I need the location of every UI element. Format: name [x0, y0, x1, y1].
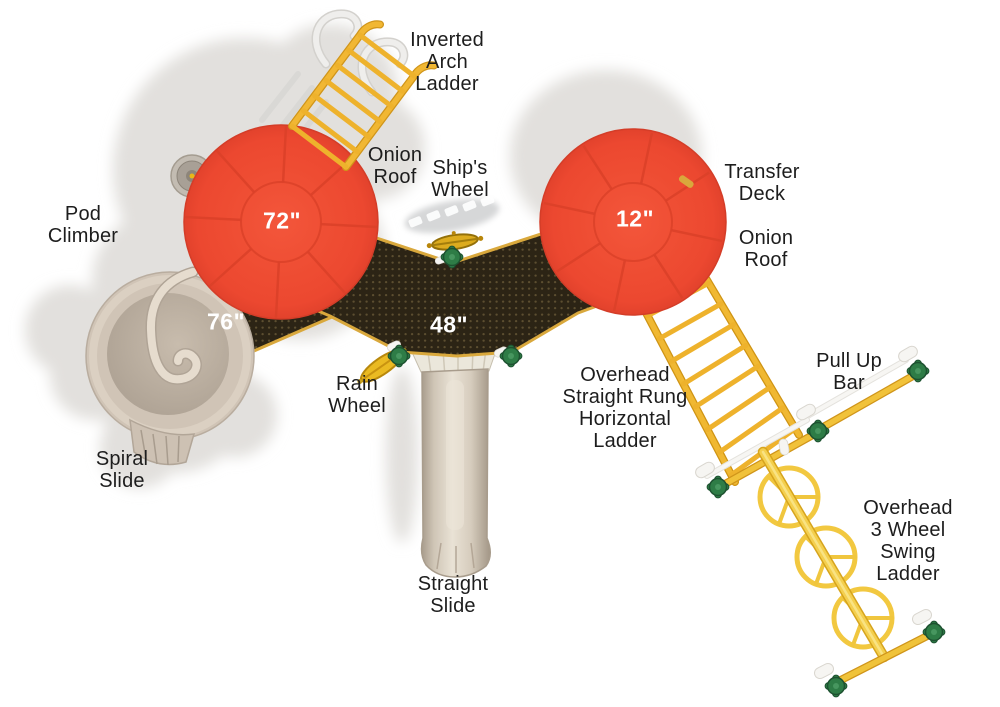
ships-wheel-shadow [404, 195, 500, 233]
label-transfer-deck: Transfer Deck [724, 161, 800, 205]
label-spiral-slide: Spiral Slide [95, 448, 149, 492]
label-inverted-arch-ladder: Inverted Arch Ladder [410, 29, 484, 95]
overhead-ladder-graphic [639, 271, 803, 486]
swing-ladder-graphic [757, 446, 941, 688]
label-straight-slide: Straight Slide [417, 573, 489, 617]
dimension-roof-12: 12" [616, 205, 654, 232]
arch-ghost-parts [259, 9, 409, 151]
label-onion-roof-right: Onion Roof [738, 227, 794, 271]
dimension-roof-72: 72" [263, 207, 301, 234]
dimension-deck-76: 76" [207, 308, 245, 335]
dimension-deck-48: 48" [430, 311, 468, 338]
label-ships-wheel: Ship's Wheel [431, 157, 489, 201]
label-overhead-straight-rung-ladder: Overhead Straight Rung Horizontal Ladder [562, 364, 688, 452]
onion-roof-12 [539, 128, 727, 316]
straight-slide-graphic [410, 347, 498, 578]
label-rain-wheel: Rain Wheel [328, 373, 386, 417]
deck-trim-sliver [678, 175, 694, 188]
inverted-arch-ladder-graphic [288, 20, 438, 171]
label-onion-roof-left: Onion Roof [367, 144, 423, 188]
spiral-slide-graphic [85, 266, 255, 466]
onion-roof-72 [183, 124, 379, 320]
label-overhead-3-wheel-swing-ladder: Overhead 3 Wheel Swing Ladder [863, 497, 953, 585]
label-pod-climber: Pod Climber [47, 203, 119, 247]
label-pull-up-bar: Pull Up Bar [816, 350, 882, 394]
